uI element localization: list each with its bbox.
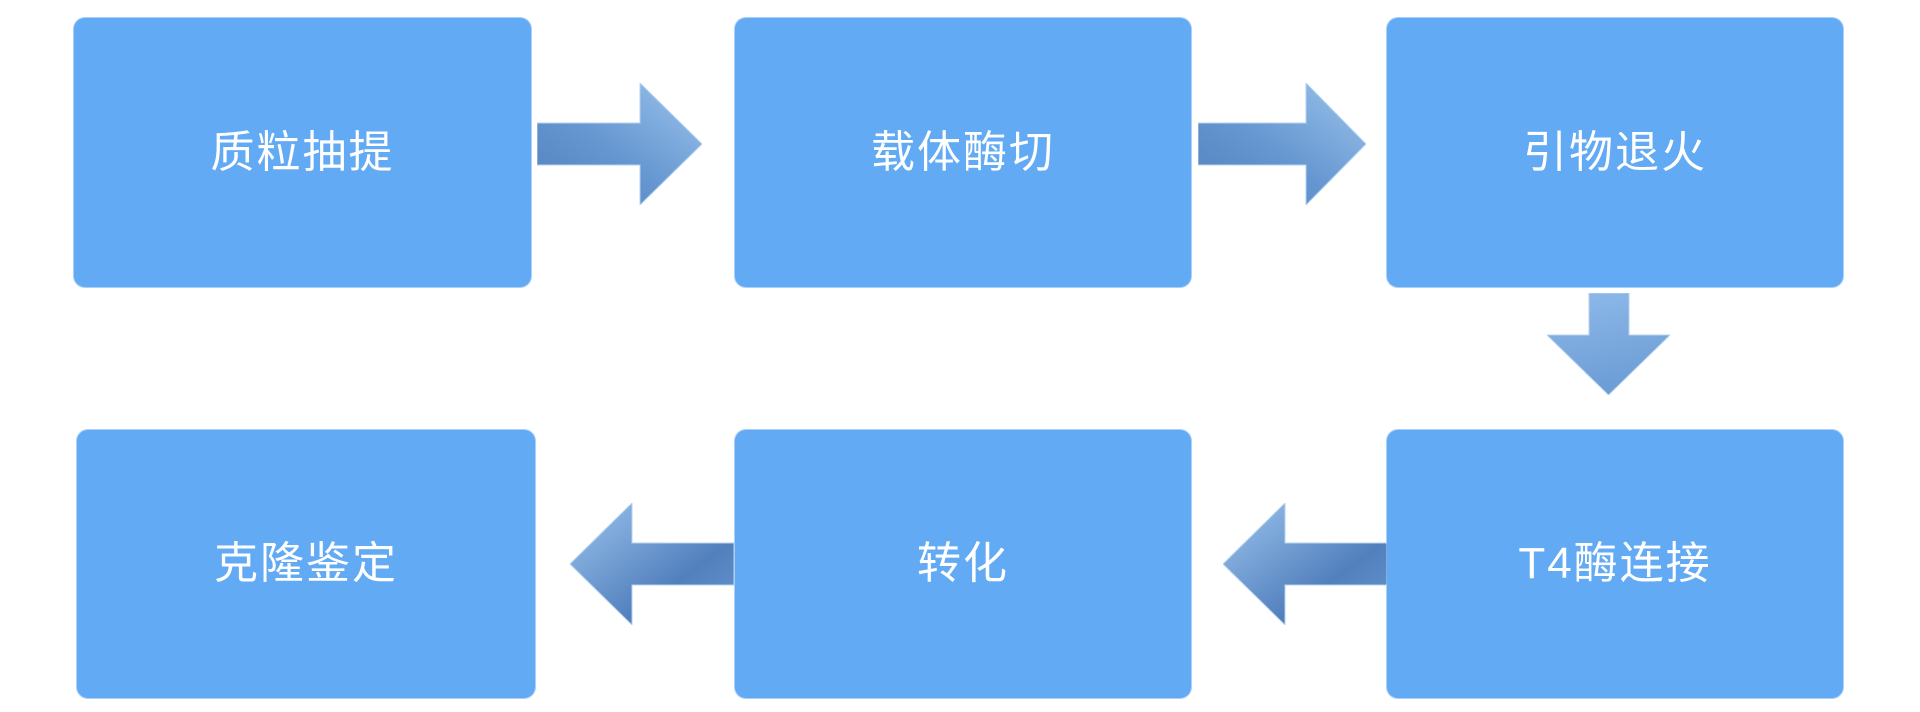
- node-vector-digestion: 载体酶切: [734, 17, 1192, 288]
- arrow-primer-to-ligation-icon: [1547, 293, 1670, 395]
- node-label: T4酶连接: [1518, 539, 1712, 588]
- arrow-vector-to-primer-icon: [1198, 83, 1366, 205]
- arrow-ligation-to-transformation-icon: [1223, 503, 1387, 625]
- node-label: 载体酶切: [871, 127, 1055, 177]
- node-label: 转化: [917, 539, 1009, 588]
- node-label: 克隆鉴定: [214, 539, 398, 588]
- node-label: 质粒抽提: [210, 127, 395, 177]
- node-primer-annealing: 引物退火: [1386, 17, 1844, 288]
- arrow-transformation-to-clone-icon: [570, 503, 734, 625]
- node-transformation: 转化: [734, 429, 1192, 699]
- arrow-plasmid-to-vector-icon: [537, 83, 702, 205]
- node-clone-identification: 克隆鉴定: [76, 429, 536, 699]
- node-plasmid-extraction: 质粒抽提: [73, 17, 532, 288]
- node-t4-ligation: T4酶连接: [1386, 429, 1844, 699]
- node-label: 引物退火: [1523, 127, 1707, 177]
